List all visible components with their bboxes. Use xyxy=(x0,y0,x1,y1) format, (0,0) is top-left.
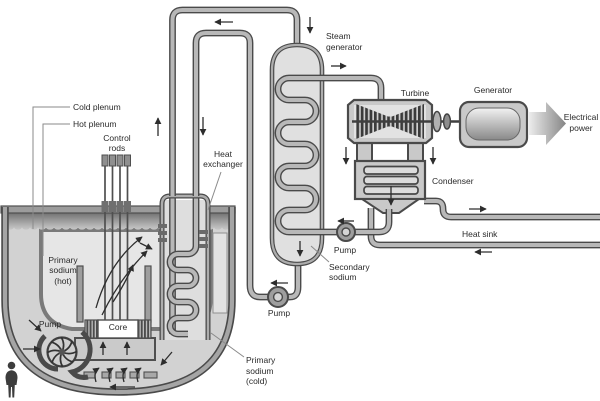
primary-pump xyxy=(36,330,93,380)
label-feedwater-pump: Pump xyxy=(333,245,357,255)
person-figure xyxy=(5,361,18,398)
turbine xyxy=(346,98,462,165)
label-heat-sink: Heat sink xyxy=(462,229,498,239)
feedwater-pipe xyxy=(322,209,389,232)
label-primary-sodium-cold: Primary sodium (cold) xyxy=(246,355,276,386)
label-generator: Generator xyxy=(473,85,513,95)
label-control-rods: Control rods xyxy=(103,132,131,154)
intermediate-heat-exchanger xyxy=(158,196,208,340)
label-secondary-sodium: Secondary sodium xyxy=(329,261,370,283)
label-heat-exchanger: Heat exchanger xyxy=(203,148,243,170)
generator xyxy=(458,100,529,149)
flow-arrows xyxy=(23,17,492,391)
label-core: Core xyxy=(108,321,128,332)
control-rods xyxy=(101,154,131,320)
shaft-coupling xyxy=(442,113,452,130)
label-leader-lines xyxy=(32,106,330,358)
electrical-power-arrow xyxy=(528,102,566,145)
label-secondary-pump: Pump xyxy=(267,308,291,318)
feedwater-pump xyxy=(336,222,356,242)
reactor-core xyxy=(74,265,158,379)
label-hot-plenum: Hot plenum xyxy=(73,119,117,129)
heat-exchanger-inlet-windows xyxy=(158,224,208,248)
secondary-pump xyxy=(267,286,289,308)
label-cold-plenum: Cold plenum xyxy=(73,101,121,112)
label-primary-pump: Pump xyxy=(38,318,62,329)
steam-generator-vessel xyxy=(269,42,322,267)
label-steam-generator: Steam generator xyxy=(326,31,363,52)
label-turbine: Turbine xyxy=(400,88,430,98)
label-condenser: Condenser xyxy=(432,176,474,186)
condenser xyxy=(353,159,427,214)
shaft-coupling xyxy=(432,110,442,133)
label-electrical-power: Electrical power xyxy=(563,112,599,133)
label-primary-sodium-hot: Primary sodium (hot) xyxy=(48,254,78,286)
